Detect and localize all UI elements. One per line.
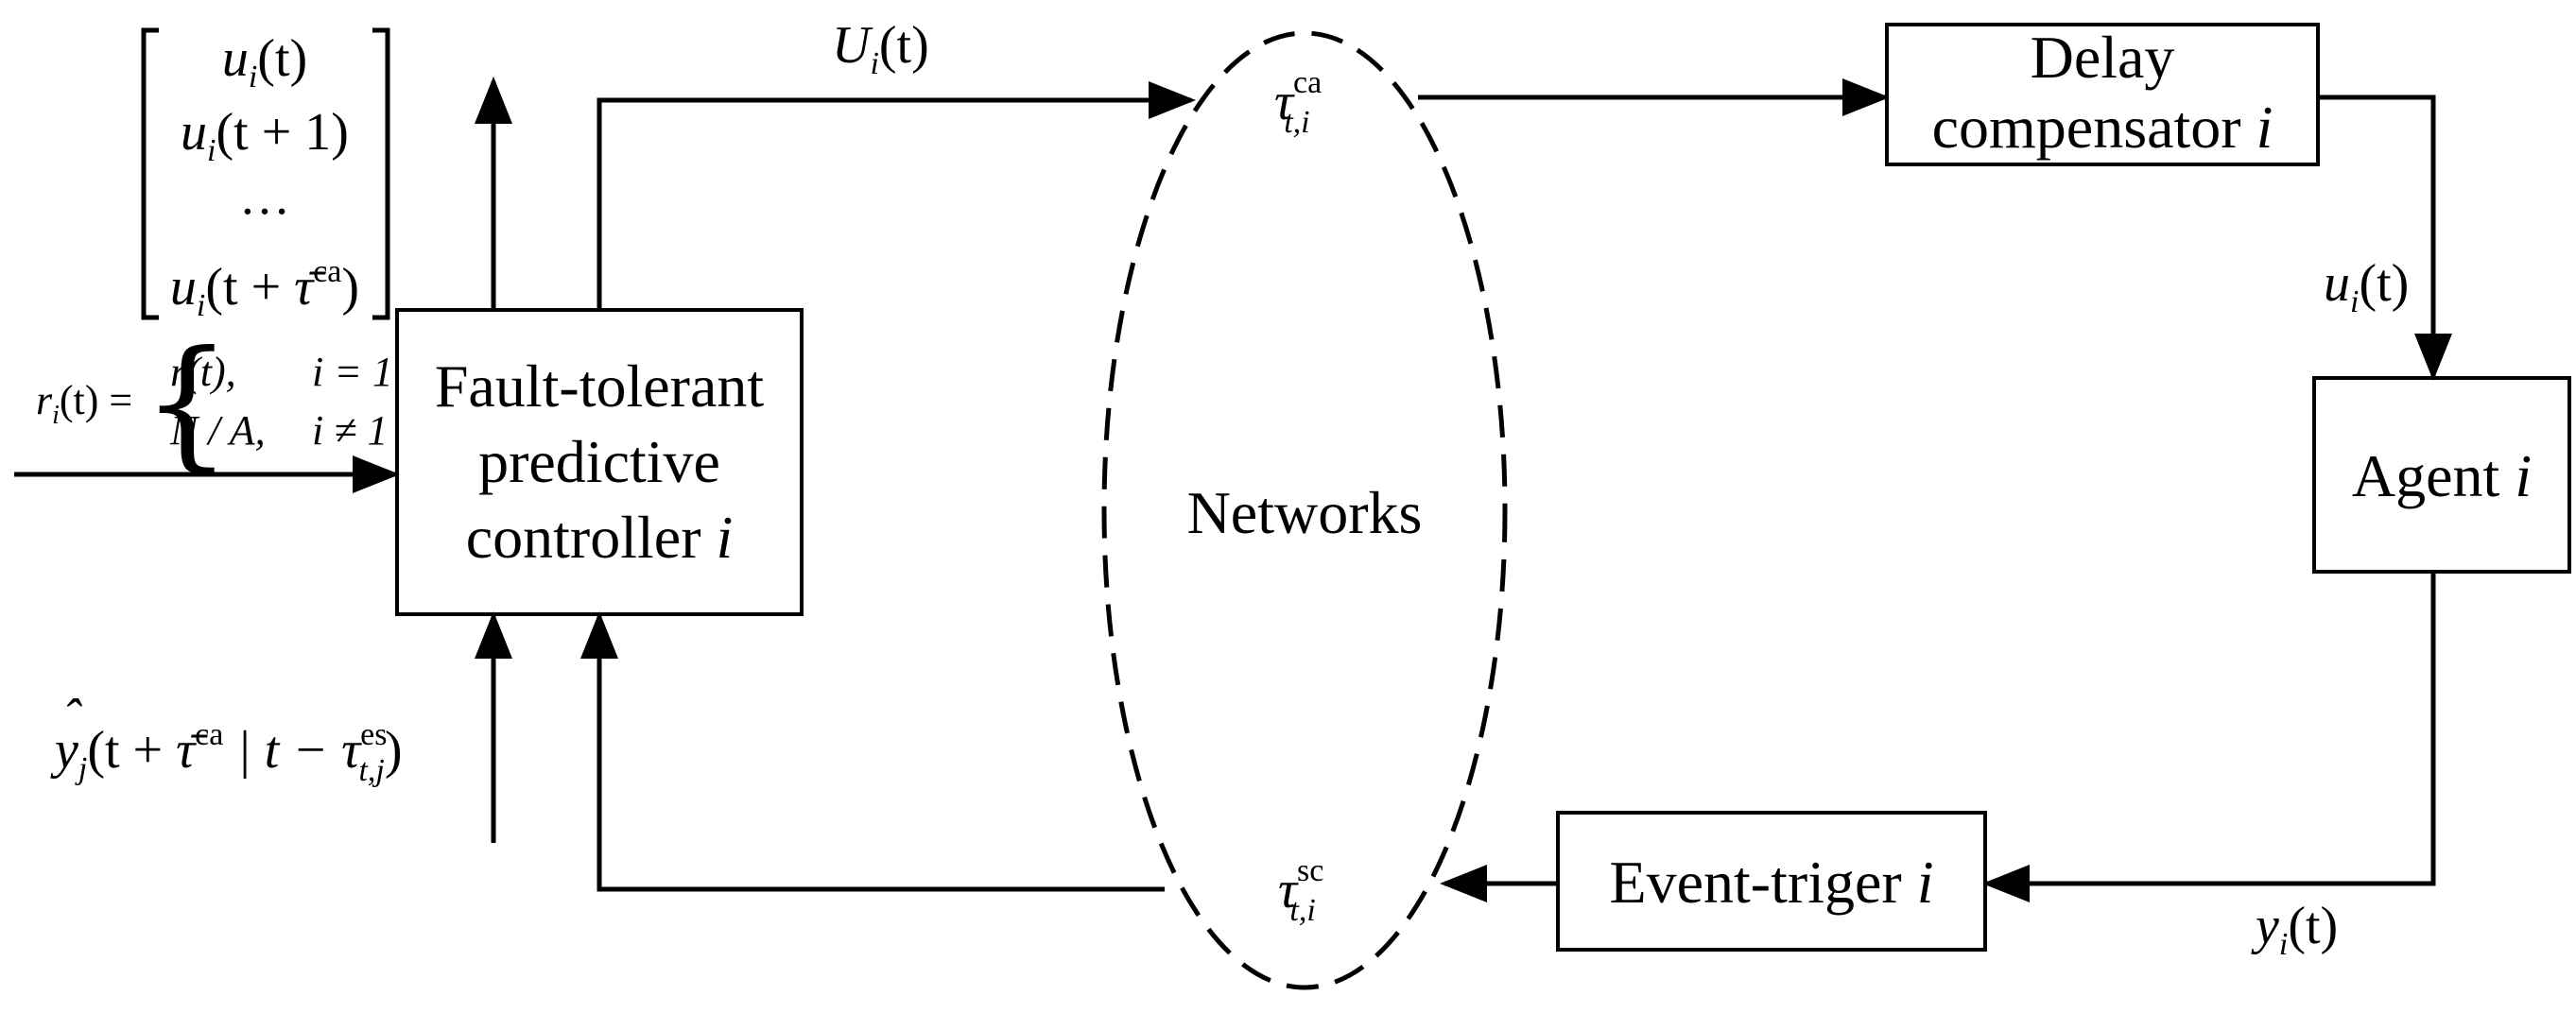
hat-accent: ˆ [62,689,82,747]
agent-block: Agent i [2312,376,2571,574]
y-signal-label: yi(t) [2251,897,2338,962]
controller-label-line2: predictive [478,428,720,495]
event-trigger-block: Event-triger i [1556,811,1987,952]
U-signal-label: Ui(t) [832,16,929,81]
reference-cond-2: i ≠ 1 [312,407,388,454]
network-to-controller-arrow [580,611,1165,892]
controller-label-line3: controller i [466,504,734,571]
reference-brace: { [142,321,232,486]
reference-signal-label: ri(t) = { r(t), i = 1 N / A, i ≠ 1 [36,321,393,486]
control-to-network-arrow [596,81,1196,308]
vector-left-bracket [141,27,159,320]
control-sequence-vector: ui(t) ui(t + 1) … ui(t + τ̄ca) [141,27,390,323]
networks-ellipse: Networks [1101,30,1508,990]
reference-cond-1: i = 1 [312,349,393,395]
controller-block: Fault-tolerant predictive controller i [395,308,804,616]
compensator-to-agent-arrow [2320,94,2452,381]
agent-label: Agent i [2352,442,2532,509]
vector-row-last: ui(t + τ̄ca) [170,254,359,323]
controller-label-line1: Fault-tolerant [435,352,765,420]
delay-label-line1: Delay [2031,24,2175,91]
networks-label: Networks [1187,479,1423,546]
reference-case-1: r(t), [170,349,236,395]
agent-to-trigger-arrow [1982,574,2436,902]
vector-row-dots: … [239,168,290,225]
vector-right-bracket [372,27,390,320]
vector-row-1: ui(t) [222,29,307,94]
delay-label-line2: compensator i [1932,94,2273,161]
reference-case-2: N / A, [169,407,266,454]
delay-compensator-block: Delay compensator i [1885,23,2320,166]
vector-row-2: ui(t + 1) [181,103,349,168]
event-trigger-label: Event-triger i [1610,849,1934,916]
reference-lhs: ri(t) = [36,377,132,430]
u-signal-label: ui(t) [2324,254,2409,319]
